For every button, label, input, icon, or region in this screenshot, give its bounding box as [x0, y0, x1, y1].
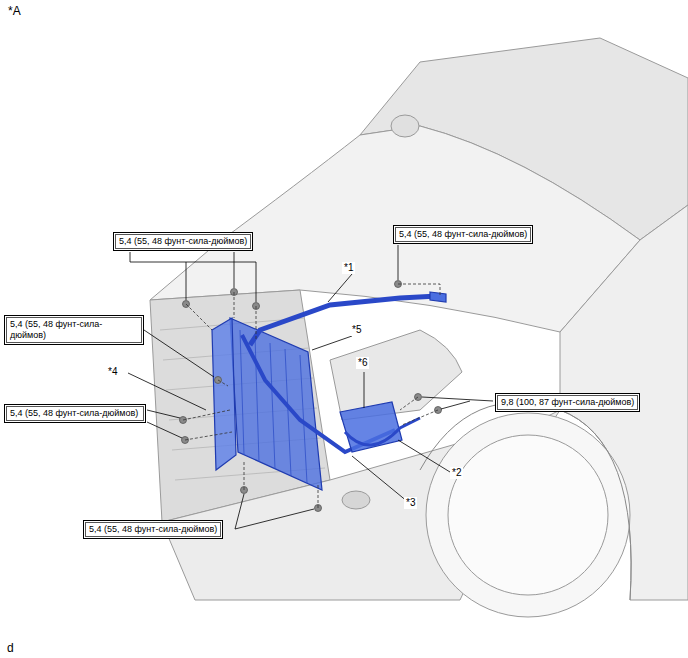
wheel-arch — [420, 403, 631, 601]
torque-box: 5,4 (55, 48 фунт-сила-дюймов) — [4, 404, 146, 423]
callout-number: *3 — [404, 497, 417, 509]
headlight — [330, 330, 462, 420]
callout-number: *2 — [450, 467, 463, 479]
torque-value: 9,8 (100, 87 фунт-сила-дюймов) — [501, 397, 634, 408]
car-body — [150, 38, 688, 617]
condenser-assembly — [212, 292, 446, 490]
figure-tag: *A — [6, 5, 23, 17]
torque-box: 5,4 (55, 48 фунт-сила-дюймов) — [4, 315, 144, 345]
callout-number: *1 — [342, 262, 355, 274]
callout-number: *6 — [356, 357, 369, 369]
torque-value: 5,4 (55, 48 фунт-сила-дюймов) — [119, 236, 247, 247]
torque-value: 5,4 (55, 48 фунт-сила-дюймов) — [10, 408, 140, 419]
wheel — [426, 413, 630, 617]
figure-tag: d — [5, 642, 16, 654]
leader-lines — [128, 245, 493, 529]
torque-box: 9,8 (100, 87 фунт-сила-дюймов) — [495, 393, 640, 412]
discharge-hose — [250, 296, 438, 345]
torque-value: 5,4 (55, 48 фунт-сила-дюймов) — [10, 319, 138, 341]
fog-light — [342, 491, 370, 509]
torque-box: 5,4 (55, 48 фунт-сила-дюймов) — [113, 232, 253, 251]
callout-number: *5 — [350, 324, 363, 336]
mirror — [391, 115, 419, 137]
pipe-end — [430, 292, 446, 302]
torque-value: 5,4 (55, 48 фунт-сила-дюймов) — [89, 524, 217, 535]
bracket-left — [212, 318, 236, 470]
bolts — [180, 281, 442, 512]
bolt-axis-lines — [183, 284, 440, 508]
callout-number: *4 — [106, 366, 119, 378]
wheel-inner — [448, 435, 608, 595]
torque-value: 5,4 (55, 48 фунт-сила-дюймов) — [399, 229, 527, 240]
torque-box: 5,4 (55, 48 фунт-сила-дюймов) — [83, 520, 223, 539]
torque-box: 5,4 (55, 48 фунт-сила-дюймов) — [393, 225, 533, 244]
